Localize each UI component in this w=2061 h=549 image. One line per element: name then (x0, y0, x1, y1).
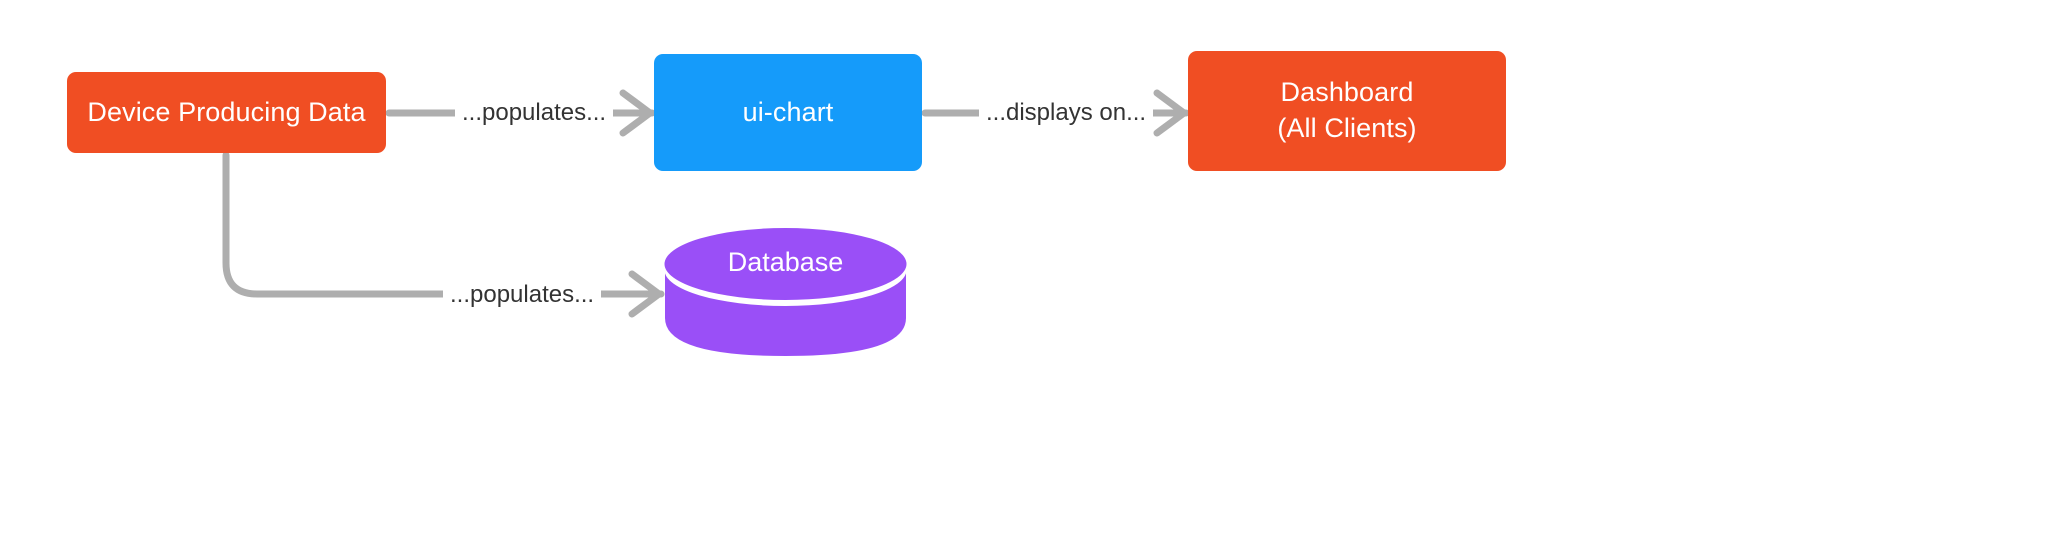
arrowhead-uichart-to-dashboard (1153, 89, 1188, 137)
edge-label-populates-ui-chart: ...populates... (455, 101, 614, 125)
node-dashboard-label-line1: Dashboard (1280, 77, 1414, 108)
node-ui-chart[interactable]: ui-chart (654, 54, 922, 171)
cylinder-top-lid (664, 228, 907, 300)
edge-label-displays-on: ...displays on... (979, 101, 1154, 125)
node-dashboard-label-line2: (All Clients) (1277, 113, 1417, 143)
node-dashboard[interactable]: Dashboard (All Clients) (1188, 51, 1506, 171)
arrowhead-device-to-database (628, 270, 663, 318)
node-database[interactable]: Database (663, 226, 908, 358)
node-ui-chart-label: ui-chart (742, 96, 834, 127)
arrowhead-device-to-uichart (619, 89, 654, 137)
node-device-producing-data[interactable]: Device Producing Data (67, 72, 386, 153)
edge-line-device-to-database (222, 151, 665, 298)
cylinder-shape-icon (664, 228, 907, 356)
edge-label-populates-database: ...populates... (443, 283, 602, 307)
node-device-label: Device Producing Data (87, 96, 366, 127)
edge-device-to-database (222, 151, 665, 318)
